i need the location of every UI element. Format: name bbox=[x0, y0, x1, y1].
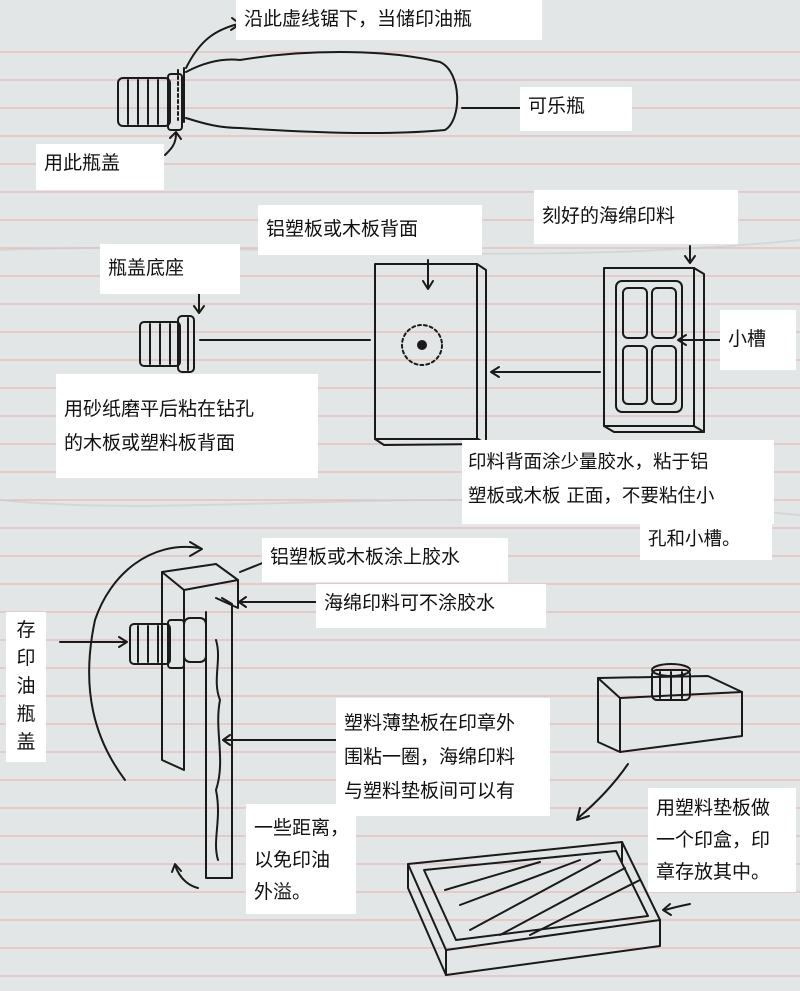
label-ink-cap: 存印油瓶盖 bbox=[6, 612, 46, 762]
label-plastic-pad: 塑料薄垫板在印章外 围粘一圈，海绵印料 与塑料垫板间可以有 bbox=[336, 698, 550, 816]
label-box-line-2: 一个印盒，印 bbox=[656, 829, 771, 851]
label-cola-bottle: 可乐瓶 bbox=[520, 87, 632, 131]
label-cut-line: 沿此虚线锯下，当储印油瓶 bbox=[236, 0, 542, 40]
label-small-slot: 小槽 bbox=[720, 310, 796, 370]
label-use-cap: 用此瓶盖 bbox=[36, 144, 164, 190]
cola-bottle-drawing bbox=[117, 17, 521, 156]
label-plastic-pad-line-2: 围粘一圈，海绵印料 bbox=[344, 746, 516, 768]
label-box-line-3: 章存放其中。 bbox=[656, 861, 771, 883]
label-glue-front: 印料背面涂少量胶水，粘于铝 塑板或木板 正面，不要粘住小 bbox=[462, 440, 774, 524]
label-cap-base: 瓶盖底座 bbox=[100, 244, 240, 294]
label-box-line-1: 用塑料垫板做 bbox=[656, 797, 771, 819]
stamp-box-drawing bbox=[407, 663, 743, 976]
cap-base-drawing bbox=[139, 293, 371, 373]
label-plastic-pad-line-3: 与塑料垫板间可以有 bbox=[344, 780, 516, 802]
label-sponge-carved: 刻好的海绵印料 bbox=[534, 190, 738, 244]
label-glue-front-line-2: 塑板或木板 正面，不要粘住小 bbox=[468, 486, 715, 507]
label-box: 用塑料垫板做 一个印盒，印 章存放其中。 bbox=[648, 788, 796, 892]
label-sand-glue: 用砂纸磨平后粘在钻孔 的木板或塑料板背面 bbox=[56, 374, 318, 478]
label-board-glue: 铝塑板或木板涂上胶水 bbox=[262, 538, 508, 582]
label-sand-glue-line-2: 的木板或塑料板背面 bbox=[64, 432, 236, 454]
label-plastic-pad-line-1: 塑料薄垫板在印章外 bbox=[344, 712, 516, 734]
label-sand-glue-line-1: 用砂纸磨平后粘在钻孔 bbox=[64, 398, 255, 420]
label-sponge-no-glue: 海绵印料可不涂胶水 bbox=[316, 584, 546, 628]
label-distance-line-2: 以免印油 bbox=[254, 849, 331, 871]
label-board-back: 铝塑板或木板背面 bbox=[258, 205, 482, 255]
sponge-drawing bbox=[603, 245, 721, 433]
label-glue-front-line-3-strip: 孔和小槽。 bbox=[640, 520, 772, 560]
label-distance-line-1: 一些距离， bbox=[254, 817, 350, 839]
assembly-drawing bbox=[59, 541, 337, 889]
label-glue-front-line-1: 印料背面涂少量胶水，粘于铝 bbox=[468, 452, 709, 473]
label-distance-line-3: 外溢。 bbox=[254, 881, 312, 903]
label-distance: 一些距离， 以免印油 外溢。 bbox=[246, 804, 356, 914]
